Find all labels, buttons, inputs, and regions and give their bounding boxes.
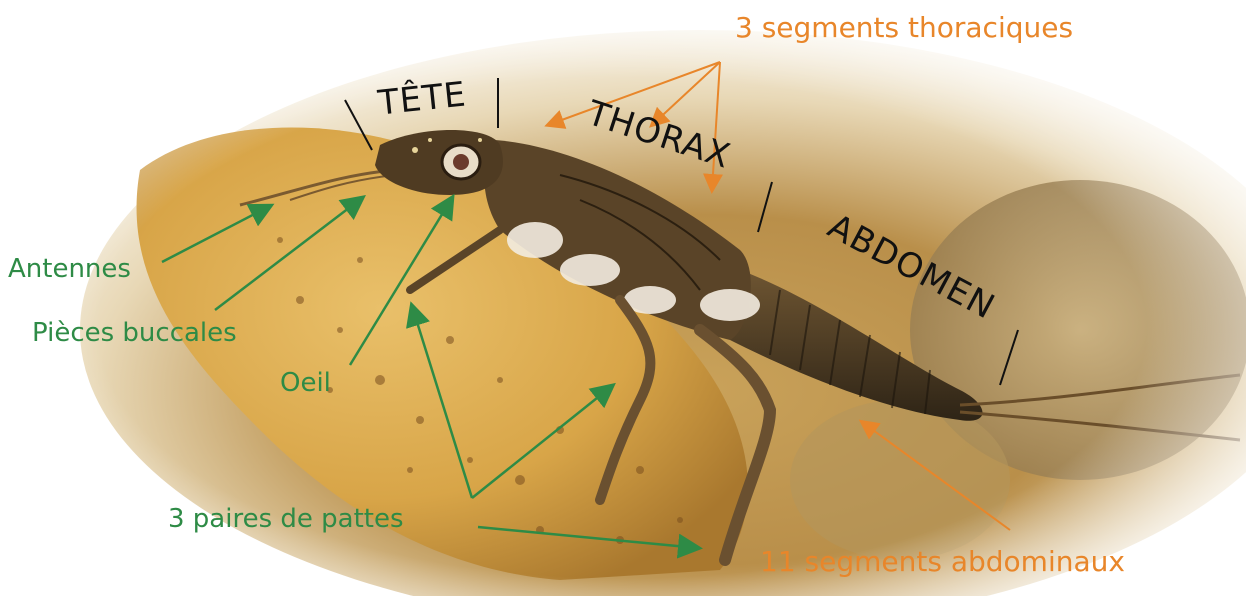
- abdominal-segments-label: 11 segments abdominaux: [760, 548, 1125, 576]
- legs-label: 3 paires de pattes: [168, 506, 404, 532]
- eye-label: Oeil: [280, 370, 331, 396]
- mouthparts-label: Pièces buccales: [32, 320, 237, 346]
- thoracic-segments-label: 3 segments thoraciques: [735, 14, 1073, 42]
- antennae-label: Antennes: [8, 256, 131, 282]
- head-label: TÊTE: [376, 77, 468, 120]
